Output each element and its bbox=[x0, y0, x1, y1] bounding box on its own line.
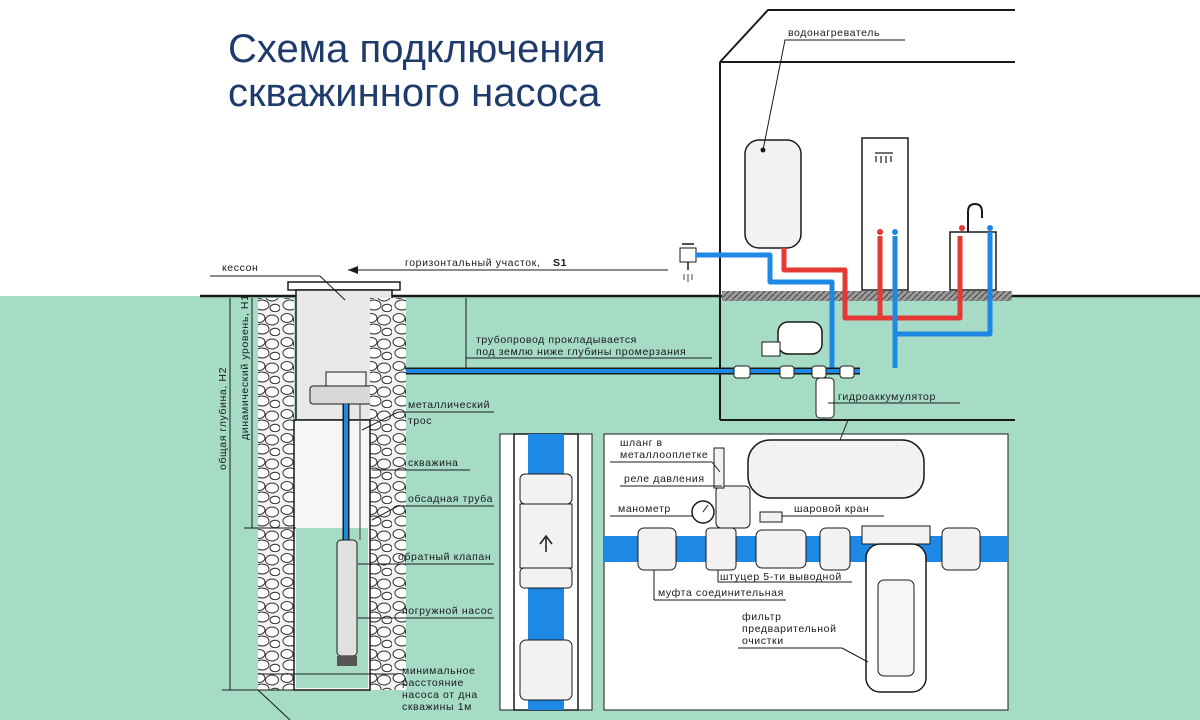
pipeline-note: трубопровод прокладывается под землю ниж… bbox=[465, 298, 712, 368]
filter-label-2: предварительной bbox=[742, 623, 837, 635]
cold-pipe-sink bbox=[895, 232, 993, 337]
coupling-label: муфта соединительная bbox=[658, 587, 784, 599]
horizontal-section-label: горизонтальный участок, bbox=[405, 257, 540, 269]
pre-filter bbox=[861, 525, 931, 545]
horizontal-section-dimension: горизонтальный участок, S1 bbox=[348, 257, 668, 274]
total-depth-label: общая глубина, H2 bbox=[217, 367, 229, 470]
min-distance-label-3: насоса от дна bbox=[402, 689, 478, 701]
house bbox=[719, 9, 1015, 421]
horizontal-section-code: S1 bbox=[553, 257, 567, 269]
well bbox=[258, 298, 406, 691]
pipeline-note-line2: под землю ниже глубины промерзания bbox=[476, 346, 686, 358]
hydroaccumulator-large bbox=[747, 439, 925, 499]
casing-pipe-label: обсадная труба bbox=[408, 493, 493, 505]
gravel-right bbox=[370, 298, 406, 690]
min-distance-label-4: скважины 1м bbox=[402, 701, 472, 713]
water-heater-label: водонагреватель bbox=[788, 27, 880, 39]
submersible-pump-label: погружной насос bbox=[402, 605, 493, 617]
filter-label-3: очистки bbox=[742, 635, 784, 647]
diagram-title-line2: скважинного насоса bbox=[228, 71, 601, 115]
well-label: скважина bbox=[408, 457, 458, 469]
filter-label-1: фильтр bbox=[742, 611, 782, 623]
tap-icon bbox=[679, 243, 697, 282]
metal-cable-label-2: трос bbox=[408, 415, 432, 427]
submersible-pump bbox=[336, 539, 358, 657]
min-distance-label-1: минимальное bbox=[402, 665, 475, 677]
hose-label-1: шланг в bbox=[620, 437, 663, 449]
hydroaccumulator-small: гидроаккумулятор bbox=[733, 321, 960, 419]
diagram-title-line1: Схема подключения bbox=[228, 27, 606, 71]
faucet-icon bbox=[967, 202, 983, 232]
check-valve-arrow-icon bbox=[539, 534, 553, 552]
house-basement bbox=[722, 301, 1012, 419]
equipment-detail: шланг в металлооплетке реле давления ман… bbox=[603, 419, 1009, 711]
pipeline-note-line1: трубопровод прокладывается bbox=[476, 334, 637, 346]
min-distance-label-2: расстояние bbox=[402, 677, 464, 689]
ground-area bbox=[0, 296, 1200, 720]
hose-label-2: металлооплетке bbox=[620, 449, 708, 461]
ball-valve bbox=[759, 511, 783, 523]
arrow-left-icon bbox=[348, 266, 358, 274]
depth-dimensions: общая глубина, H2 динамический уровень, … bbox=[217, 294, 296, 691]
check-valve-label: обратный клапан bbox=[398, 551, 491, 563]
dynamic-level-label: динамический уровень, H1 bbox=[239, 294, 251, 440]
shower-icon bbox=[875, 152, 893, 163]
cold-pipe-tap bbox=[696, 252, 835, 368]
shower-cabin bbox=[861, 137, 909, 291]
gravel-left bbox=[258, 298, 294, 690]
fitting-5way-label: штуцер 5-ти выводной bbox=[720, 571, 842, 583]
pressure-relay bbox=[715, 485, 751, 529]
check-valve-detail bbox=[499, 433, 593, 711]
metal-cable-label-1: металлический bbox=[408, 399, 490, 411]
hose bbox=[713, 447, 725, 489]
hot-pipe-heater bbox=[781, 236, 963, 321]
house-pipes bbox=[696, 232, 993, 368]
house-floor bbox=[722, 291, 1012, 301]
hydroaccumulator-label: гидроаккумулятор bbox=[838, 391, 936, 403]
water-heater: водонагреватель bbox=[744, 27, 905, 249]
pressure-relay-label: реле давления bbox=[624, 473, 705, 485]
well-callouts: металлический трос скважина обсадная тру… bbox=[257, 399, 494, 720]
caisson-label: кессон bbox=[222, 262, 258, 274]
manometer-label: манометр bbox=[618, 503, 671, 515]
ball-valve-label: шаровой кран bbox=[794, 503, 869, 515]
